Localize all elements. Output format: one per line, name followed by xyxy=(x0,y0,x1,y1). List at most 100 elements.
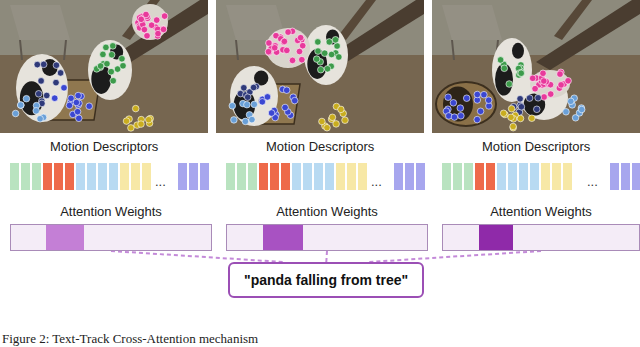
track-point xyxy=(119,56,126,63)
track-point xyxy=(86,103,93,110)
track-point xyxy=(61,85,68,92)
track-point xyxy=(51,95,58,102)
bar-title: Attention Weights xyxy=(226,203,428,220)
track-point xyxy=(457,105,464,112)
track-point xyxy=(285,29,292,36)
track-point xyxy=(477,108,484,115)
track-point xyxy=(578,106,585,113)
track-point xyxy=(281,38,288,45)
descriptor-bar xyxy=(552,163,561,190)
track-point xyxy=(297,34,304,41)
track-point xyxy=(33,108,40,115)
panda-patch xyxy=(495,64,513,96)
descriptor-bar xyxy=(632,163,640,190)
track-point xyxy=(103,44,110,51)
track-point xyxy=(541,78,548,85)
track-point xyxy=(34,61,41,68)
descriptor-bar xyxy=(453,163,462,190)
descriptor-bar xyxy=(54,163,63,190)
weight-bar xyxy=(442,224,640,251)
track-point xyxy=(328,51,335,58)
panda-ear xyxy=(326,30,339,45)
descriptor-bar xyxy=(358,163,367,190)
descriptor-bar xyxy=(281,163,290,190)
track-point xyxy=(333,121,340,128)
track-point xyxy=(108,51,115,58)
descriptor-bar xyxy=(98,163,107,190)
figure-caption: Figure 2: Text-Track Cross-Attention mec… xyxy=(2,331,258,347)
track-point xyxy=(17,102,24,109)
video-frame xyxy=(0,0,208,133)
descriptor-bar xyxy=(65,163,74,190)
frame-content xyxy=(0,0,208,133)
track-point xyxy=(534,106,541,113)
row-title: Motion Descriptors xyxy=(266,139,374,154)
panda-body xyxy=(132,4,168,40)
weight-highlight xyxy=(479,225,513,250)
track-point xyxy=(110,78,117,85)
panda-ear xyxy=(512,43,524,59)
track-point xyxy=(541,94,548,101)
track-point xyxy=(266,49,273,56)
track-point xyxy=(558,82,565,89)
track-point xyxy=(266,40,273,47)
track-point xyxy=(250,84,257,91)
track-point xyxy=(451,114,458,121)
basket-opening xyxy=(443,86,473,121)
track-point xyxy=(508,105,515,112)
track-point xyxy=(123,118,130,125)
descriptor-bar xyxy=(541,163,550,190)
track-point xyxy=(242,118,249,125)
descriptor-bar xyxy=(32,163,41,190)
descriptor-bar xyxy=(405,163,414,190)
descriptor-bar xyxy=(621,163,630,190)
track-point xyxy=(474,116,481,123)
track-point xyxy=(318,66,325,73)
tree-trunk xyxy=(104,0,208,70)
track-point xyxy=(445,94,452,101)
row-title: Motion Descriptors xyxy=(482,139,590,154)
track-point xyxy=(244,101,251,108)
ground xyxy=(432,0,640,133)
track-point xyxy=(296,48,303,55)
track-point xyxy=(241,85,248,92)
panda-body xyxy=(266,28,310,68)
frame-content xyxy=(432,0,640,133)
descriptor-bar xyxy=(109,163,118,190)
track-point xyxy=(326,39,333,46)
chair-legs xyxy=(452,40,498,60)
descriptor-bar xyxy=(497,163,506,190)
descriptor-bar xyxy=(530,163,539,190)
track-point xyxy=(313,56,320,63)
descriptor-bar xyxy=(76,163,85,190)
tree-trunk xyxy=(536,0,640,70)
track-point xyxy=(74,108,81,115)
track-point xyxy=(40,61,47,68)
track-point xyxy=(568,98,575,105)
weight-highlight xyxy=(263,225,303,250)
track-point xyxy=(299,56,306,63)
track-point xyxy=(565,78,572,85)
descriptor-bar xyxy=(486,163,495,190)
track-point xyxy=(517,115,524,122)
descriptor-bar xyxy=(270,163,279,190)
track-point xyxy=(244,94,251,101)
track-point xyxy=(73,99,80,106)
weight-bar xyxy=(226,224,428,251)
track-point xyxy=(540,70,547,77)
panda-body xyxy=(88,40,132,100)
descriptor-bars xyxy=(0,0,640,200)
descriptor-bar xyxy=(475,163,484,190)
track-point xyxy=(251,101,258,108)
attention-bar: Attention Weights xyxy=(226,203,428,251)
track-point xyxy=(342,117,349,124)
descriptor-bar xyxy=(325,163,334,190)
descriptor-bar xyxy=(303,163,312,190)
descriptor-bar xyxy=(508,163,517,190)
attention-bar: Attention Weights xyxy=(10,203,212,251)
track-point xyxy=(100,51,107,58)
bar-title: Attention Weights xyxy=(442,203,640,220)
track-point xyxy=(104,61,111,68)
track-point xyxy=(284,47,291,54)
descriptor-bar xyxy=(519,163,528,190)
